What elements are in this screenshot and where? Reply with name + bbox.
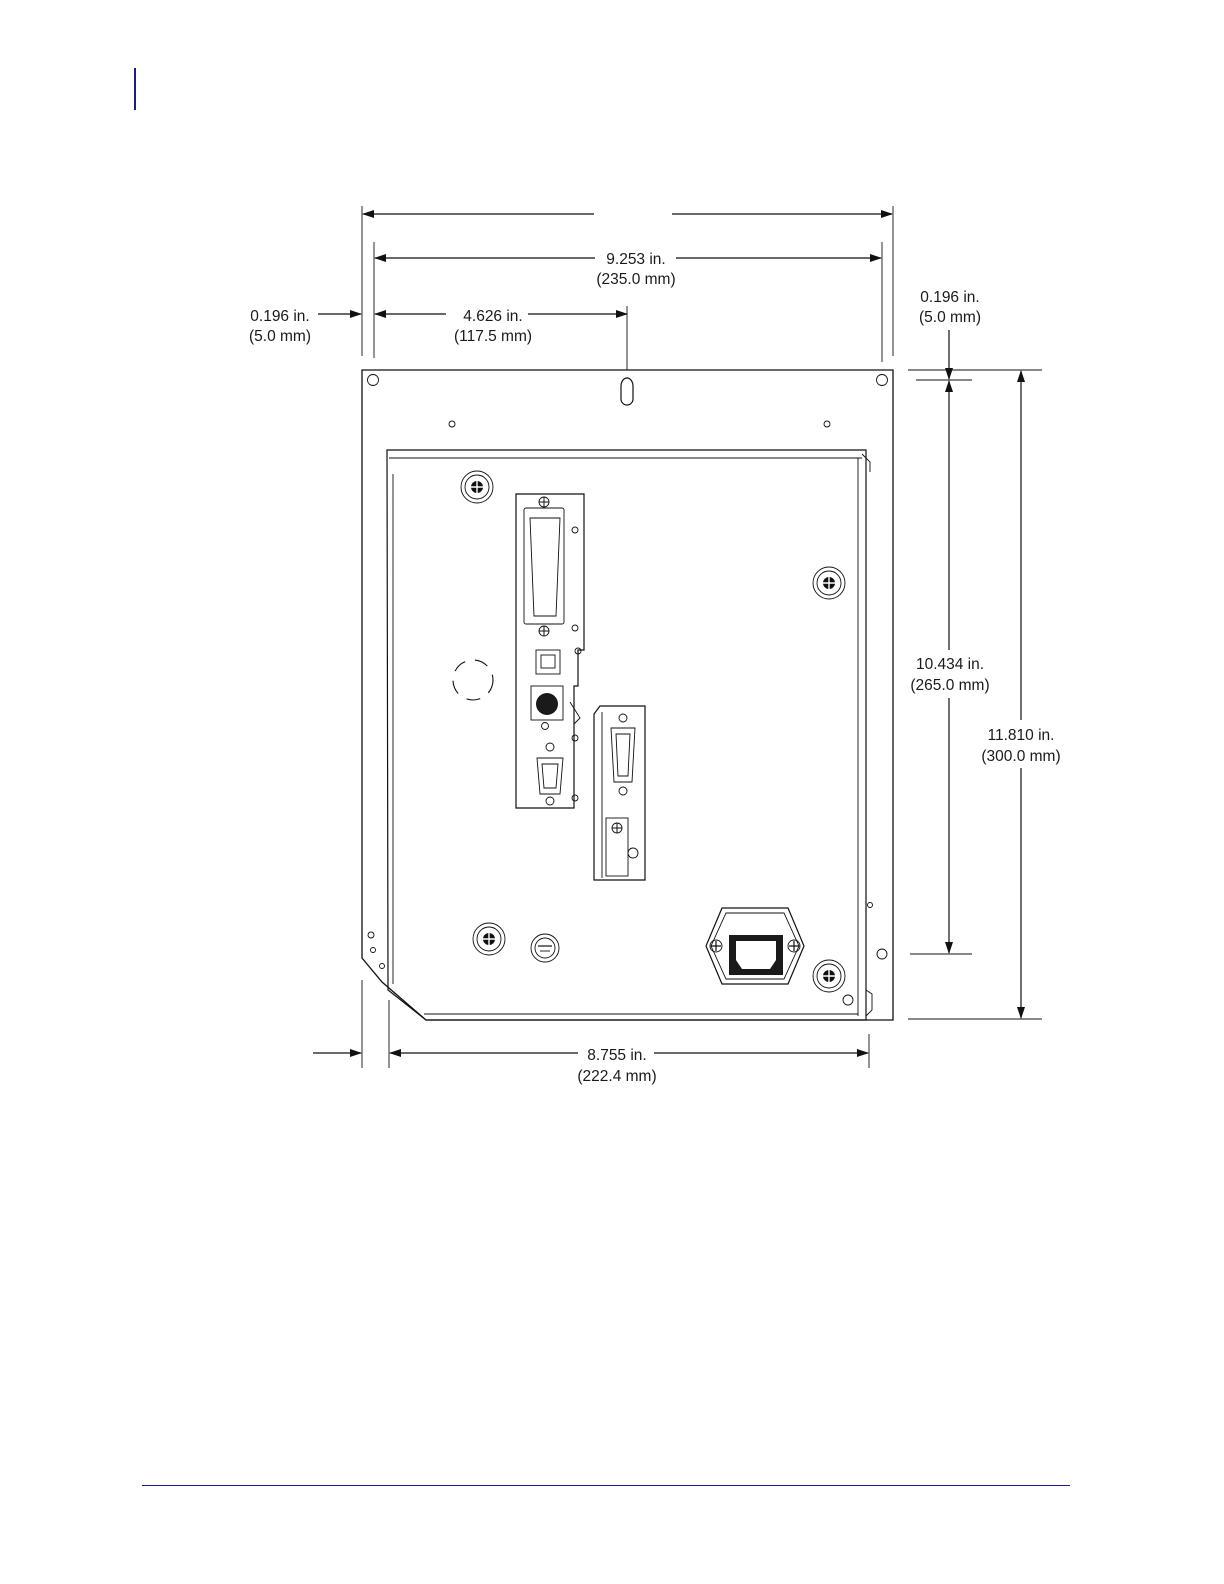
dim-9253-value: 9.253 in. — [606, 251, 665, 268]
dim-4626-value: 4.626 in. — [463, 308, 522, 325]
dim-left-margin-value: 0.196 in. — [250, 308, 309, 325]
footer-rule — [142, 1485, 1070, 1486]
dim-8755-metric: (222.4 mm) — [577, 1068, 656, 1085]
dim-11810-value: 11.810 in. — [988, 727, 1055, 744]
dim-10434-metric: (265.0 mm) — [910, 677, 989, 694]
dim-left-margin-metric: (5.0 mm) — [249, 328, 311, 345]
dim-top-margin-metric: (5.0 mm) — [919, 309, 981, 326]
dim-top-margin-value: 0.196 in. — [920, 289, 979, 306]
dim-11810-metric: (300.0 mm) — [981, 748, 1060, 765]
dim-10434-value: 10.434 in. — [916, 656, 984, 673]
dim-4626-metric: (117.5 mm) — [454, 328, 532, 345]
dim-8755-value: 8.755 in. — [587, 1047, 646, 1064]
printer-rear-panel — [362, 370, 893, 1020]
dim-9253-metric: (235.0 mm) — [596, 271, 675, 288]
